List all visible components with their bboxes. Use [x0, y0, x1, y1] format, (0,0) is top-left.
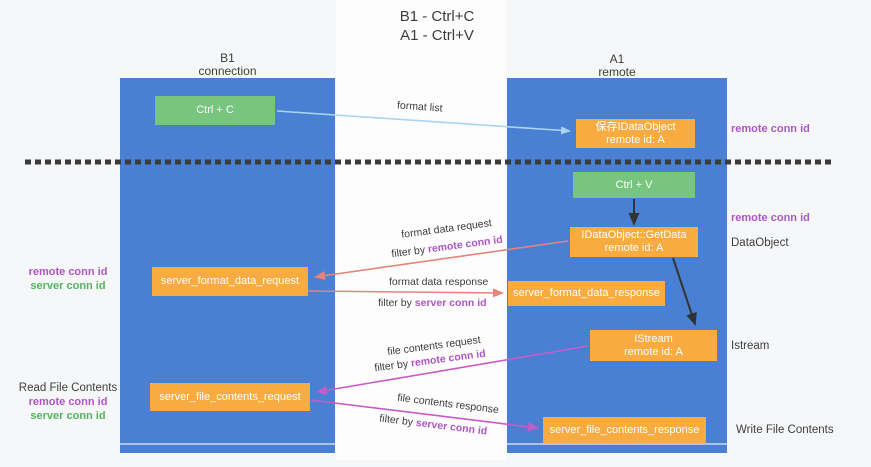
node-istream: IStream remote id: A: [590, 330, 717, 361]
label-format-data-response: format data response: [389, 276, 489, 288]
annotation-dataobject: DataObject: [731, 237, 789, 249]
lifeline-a1-name: A1: [609, 52, 625, 66]
lifeline-header-a1: A1 remote: [507, 53, 727, 79]
node-server-format-data-response: server_format_data_response: [508, 281, 665, 306]
label-format-data-response-filter: filter by server conn id: [378, 297, 487, 309]
node-server-file-contents-request: server_file_contents_request: [150, 383, 310, 411]
node-ctrl-v-label: Ctrl + V: [615, 178, 653, 191]
node-save-dataobject-line1: 保存IDataObject: [595, 120, 676, 133]
annotation-read-file-contents: Read File Contents remote conn id server…: [13, 381, 123, 423]
remote-conn-id-label: remote conn id: [28, 266, 108, 278]
node-save-dataobject: 保存IDataObject remote id: A: [576, 119, 695, 148]
node-ctrl-c: Ctrl + C: [155, 96, 275, 125]
node-server-format-data-request-label: server_format_data_request: [160, 275, 300, 287]
node-server-file-contents-request-label: server_file_contents_request: [159, 390, 301, 403]
annotation-istream: Istream: [731, 340, 770, 352]
node-server-format-data-request: server_format_data_request: [152, 267, 308, 296]
node-getdata: IDataObject::GetData remote id: A: [570, 227, 698, 257]
node-istream-line1: IStream: [634, 332, 673, 345]
annotation-remote-conn-id-top: remote conn id: [731, 123, 810, 135]
read-file-contents-label: Read File Contents: [18, 382, 118, 394]
lifeline-a1-role: remote: [598, 65, 636, 79]
server-conn-id-label: server conn id: [30, 410, 106, 422]
filter-by-text: filter by: [378, 297, 415, 309]
node-server-file-contents-response: server_file_contents_response: [543, 417, 706, 443]
annotation-left-conn-ids: remote conn id server conn id: [13, 265, 123, 293]
diagram-title: B1 - Ctrl+C A1 - Ctrl+V: [287, 7, 587, 45]
lifeline-b1-seam: [120, 443, 335, 445]
node-save-dataobject-line2: remote id: A: [606, 133, 665, 146]
node-istream-line2: remote id: A: [624, 345, 683, 358]
title-line-2: A1 - Ctrl+V: [400, 27, 474, 44]
lifeline-header-b1: B1 connection: [120, 52, 335, 78]
annotation-write-file-contents: Write File Contents: [736, 424, 834, 436]
title-line-1: B1 - Ctrl+C: [399, 8, 475, 25]
node-ctrl-v: Ctrl + V: [573, 172, 695, 198]
node-server-format-data-response-label: server_format_data_response: [513, 287, 660, 299]
lifeline-a1-seam: [507, 443, 727, 445]
node-ctrl-c-label: Ctrl + C: [196, 104, 234, 116]
annotation-remote-conn-id-mid: remote conn id: [731, 212, 810, 224]
server-conn-id-label: server conn id: [30, 280, 106, 292]
remote-conn-id-label: remote conn id: [28, 396, 108, 408]
node-server-file-contents-response-label: server_file_contents_response: [549, 423, 700, 436]
node-getdata-line2: remote id: A: [604, 242, 664, 254]
lifeline-b1-role: connection: [198, 64, 257, 78]
lifeline-b1-name: B1: [220, 51, 235, 65]
server-conn-id-text: server conn id: [414, 297, 487, 309]
node-getdata-line1: IDataObject::GetData: [581, 229, 687, 241]
